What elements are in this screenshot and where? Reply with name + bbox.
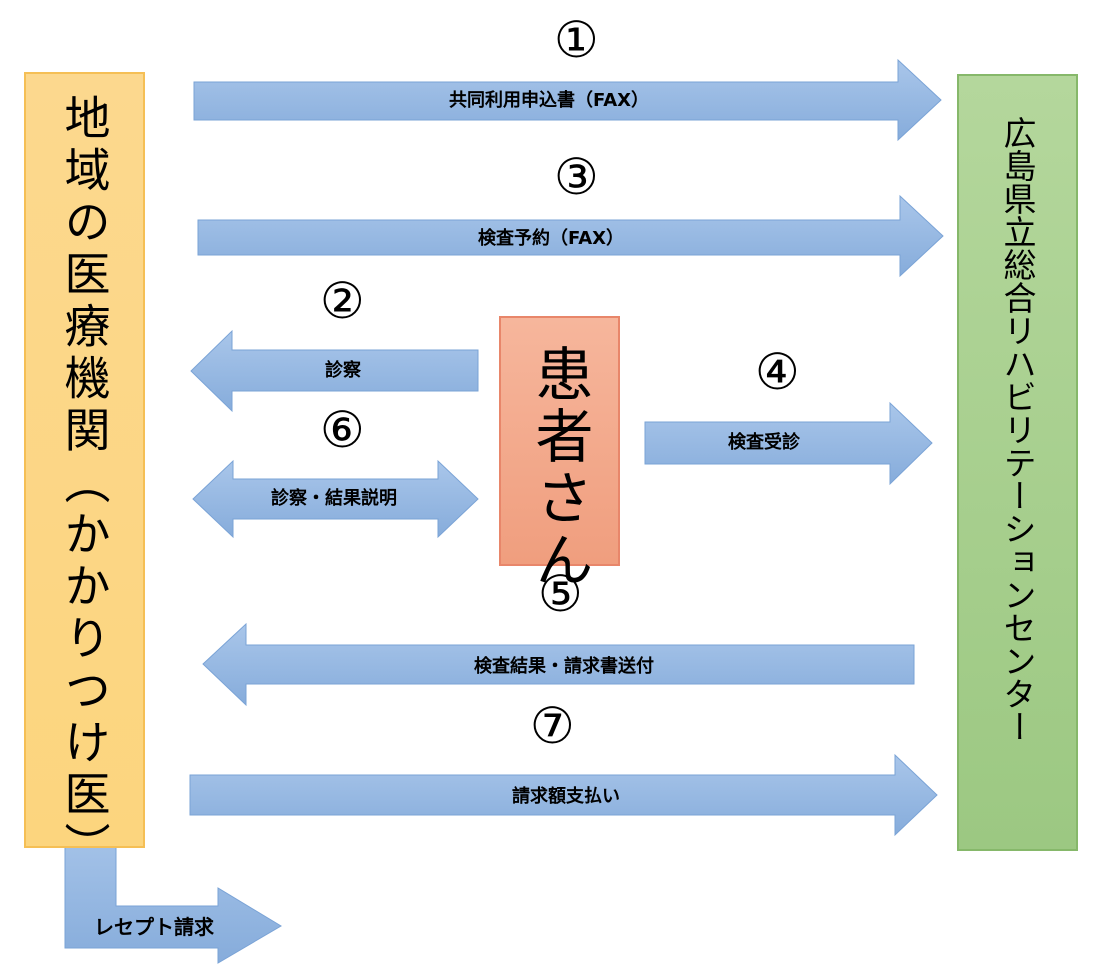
step4-number: ④: [755, 343, 800, 401]
center-box: 広島県立総合リハビリテーションセンター: [957, 74, 1078, 851]
patient-label: 患者さん: [525, 344, 594, 592]
clinic-box: 地域の医療機関（かかりつけ医）: [24, 72, 145, 874]
arrow-receipt: [64, 817, 282, 964]
arrow-step6: [192, 459, 479, 539]
step5-label: 検査結果・請求書送付: [474, 656, 654, 677]
step3-label: 検査予約（FAX）: [477, 228, 625, 249]
arrow-step5: [202, 622, 915, 707]
step2-number: ②: [320, 272, 365, 330]
arrow-step4: [644, 401, 933, 486]
step6-label: 診察・結果説明: [271, 488, 397, 509]
arrow-step7: [189, 753, 938, 837]
arrow-step3: [197, 194, 944, 278]
step5-number: ⑤: [538, 565, 583, 623]
arrow-step1: [193, 58, 942, 142]
step6-number: ⑥: [320, 401, 365, 459]
step7-number: ⑦: [530, 697, 575, 755]
clinic-label: 地域の医療機関（かかりつけ医）: [57, 94, 112, 874]
step1-label: 共同利用申込書（FAX）: [448, 90, 650, 111]
arrow-step2: [190, 329, 479, 413]
center-label: 広島県立総合リハビリテーションセンター: [998, 116, 1037, 743]
step1-number: ①: [554, 11, 599, 69]
receipt-label: レセプト請求: [94, 915, 214, 939]
step2-label: 診察: [325, 360, 361, 381]
step4-label: 検査受診: [728, 432, 800, 453]
step3-number: ③: [554, 148, 599, 206]
step7-label: 請求額支払い: [512, 786, 620, 807]
patient-box: 患者さん: [499, 316, 620, 592]
